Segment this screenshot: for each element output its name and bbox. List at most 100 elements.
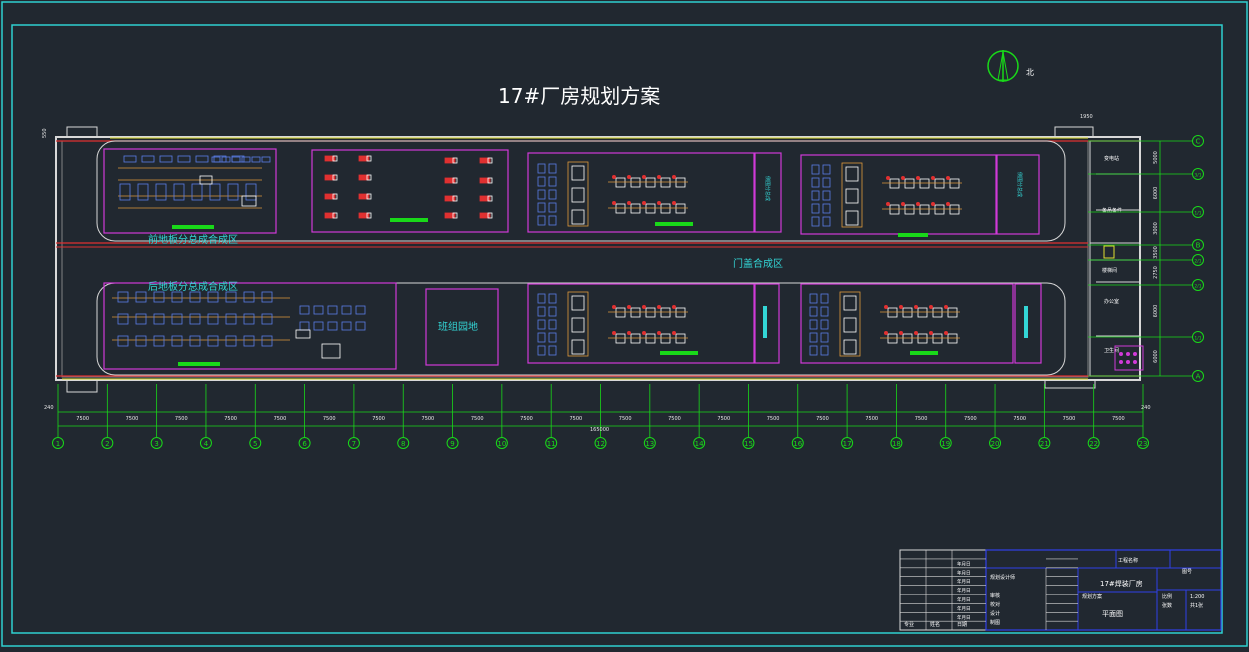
station-block xyxy=(615,307,626,318)
storage-rack xyxy=(809,319,818,330)
column-axis-label: 9 xyxy=(450,440,454,448)
fixture-block xyxy=(207,335,219,347)
fixture-block xyxy=(171,335,183,347)
fixture-white xyxy=(332,155,338,162)
span-dimension: 7500 xyxy=(717,416,730,422)
weld-robot xyxy=(914,331,918,335)
weld-robot xyxy=(672,201,676,205)
row-axis-bubble xyxy=(1192,331,1204,343)
span-dimension: 7500 xyxy=(175,416,188,422)
tb-drawing-no-label: 图号 xyxy=(1182,569,1192,575)
station-block xyxy=(675,177,686,188)
fixture-white xyxy=(366,212,372,219)
robot-station xyxy=(571,187,585,203)
robot-station xyxy=(571,317,585,333)
fixture-block xyxy=(191,183,203,201)
right-dimension: 2750 xyxy=(1153,266,1159,279)
column-axis-bubble xyxy=(1137,437,1149,449)
station-block xyxy=(887,307,898,318)
right-dimension: 3500 xyxy=(1153,246,1159,259)
weld-robot xyxy=(627,305,631,309)
span-dimension: 7500 xyxy=(520,416,533,422)
row-axis-label: A xyxy=(1196,373,1201,381)
fixture-red xyxy=(444,177,456,184)
span-dimension: 7500 xyxy=(126,416,139,422)
fixture-block xyxy=(313,321,324,331)
storage-rack xyxy=(820,319,829,330)
green-tag-3 xyxy=(655,222,693,226)
fixture-block xyxy=(261,156,271,163)
station-block xyxy=(675,307,686,318)
edge-dimension-left: 240 xyxy=(44,405,54,411)
tb-scale-label: 比例 xyxy=(1162,593,1172,600)
station-block xyxy=(645,307,656,318)
robot-cell xyxy=(567,291,589,357)
column-axis-label: 10 xyxy=(497,440,506,448)
column-axis-bubble xyxy=(150,437,163,449)
tb-date-cell: 年月日 xyxy=(957,587,971,594)
station-block xyxy=(932,307,943,318)
fixture-white xyxy=(487,177,493,184)
storage-rack xyxy=(809,293,818,304)
fixture-block xyxy=(355,305,366,315)
station-block xyxy=(630,333,641,344)
zone-lower-3 xyxy=(527,283,755,364)
tb-plan-label: 规划方案 xyxy=(1082,593,1102,600)
station-block xyxy=(645,333,656,344)
tb-role-1: 专业 xyxy=(904,621,914,628)
corner-stub-sw xyxy=(66,379,98,393)
weld-robot xyxy=(657,305,661,309)
zone-upper-2 xyxy=(311,149,509,233)
fixture-block xyxy=(117,291,129,303)
fixture-block xyxy=(243,313,255,325)
column-axis-label: 17 xyxy=(843,440,852,448)
column-axis-label: 19 xyxy=(941,440,950,448)
column-axis-bubble xyxy=(347,437,360,449)
fixture-block xyxy=(137,183,149,201)
weld-robot xyxy=(886,202,890,206)
column-axis-bubble xyxy=(742,437,755,449)
row-axis-label: 2/1 xyxy=(1194,284,1201,290)
weld-robot xyxy=(884,331,888,335)
column-axis-bubble xyxy=(693,437,706,449)
fixture-block xyxy=(243,335,255,347)
edge-dimension-right: 240 xyxy=(1141,405,1151,411)
column-axis-bubble xyxy=(52,437,64,449)
station-block xyxy=(889,204,900,215)
fixture-block xyxy=(299,305,310,315)
title-block xyxy=(899,549,1222,631)
fixture-white xyxy=(332,212,338,219)
fixture-block xyxy=(243,291,255,303)
robot-station xyxy=(845,166,859,182)
fixture-red xyxy=(324,174,336,181)
fixture-block xyxy=(207,313,219,325)
weld-robot xyxy=(627,175,631,179)
storage-rack xyxy=(820,345,829,356)
fixture-red xyxy=(479,195,491,202)
weld-robot xyxy=(899,305,903,309)
weld-robot xyxy=(884,305,888,309)
fixture-block xyxy=(299,321,310,331)
fixture-block xyxy=(241,156,251,163)
weld-robot xyxy=(944,331,948,335)
weld-robot xyxy=(899,331,903,335)
top-dimension-1: 1950 xyxy=(1080,114,1093,120)
tb-date-cell: 年月日 xyxy=(957,560,971,567)
fixture-block xyxy=(231,156,241,163)
span-dimension: 7500 xyxy=(964,416,977,422)
weld-robot xyxy=(642,201,646,205)
zone-team-area xyxy=(425,288,499,366)
robot-station xyxy=(843,339,857,355)
fixture-block xyxy=(225,291,237,303)
fixture-block xyxy=(153,291,165,303)
column-axis-label: 5 xyxy=(253,440,257,448)
tb-signoff-2: 审核 xyxy=(990,592,1000,599)
room-label-3: 楼梯间 xyxy=(1102,267,1117,274)
workstation-block xyxy=(199,175,213,185)
fixture-block xyxy=(123,155,137,163)
weld-robot xyxy=(929,331,933,335)
fixture-white xyxy=(452,195,458,202)
green-tag-2 xyxy=(390,218,428,222)
